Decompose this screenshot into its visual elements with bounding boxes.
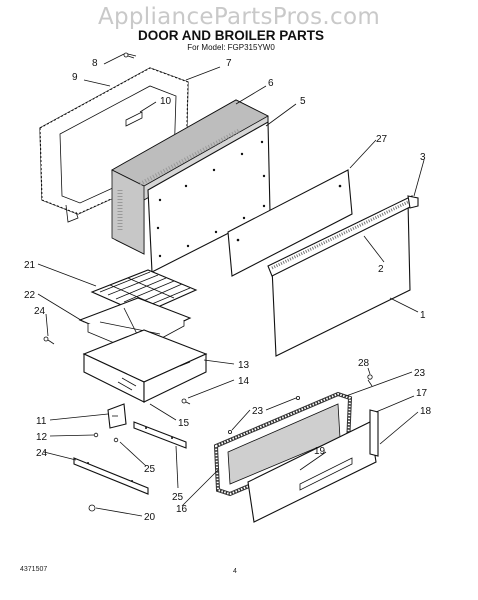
callout-15: 15 <box>178 418 190 429</box>
callout-24-left: 24 <box>34 306 46 317</box>
leader-lines <box>37 53 425 517</box>
door-window-glass <box>227 169 353 277</box>
drawer-bracket <box>107 403 127 429</box>
callout-11: 11 <box>36 416 47 427</box>
callout-16: 16 <box>176 504 188 515</box>
door-insulation-pad <box>111 99 269 255</box>
page-number: 4 <box>233 568 237 575</box>
broiler-drawer <box>82 329 208 403</box>
callout-12: 12 <box>36 432 48 443</box>
callout-25-left: 24 <box>36 448 48 459</box>
callout-14: 14 <box>238 376 250 387</box>
callout-24-drawer: 23 <box>252 406 264 417</box>
callout-17: 17 <box>416 388 428 399</box>
callout-28: 28 <box>358 358 370 369</box>
outer-oven-door <box>267 195 419 357</box>
model-subtitle: For Model: FGP315YW0 <box>187 43 275 52</box>
callout-6: 6 <box>268 78 274 89</box>
lower-rail <box>73 457 149 495</box>
callout-13: 13 <box>238 360 250 371</box>
callout-9: 9 <box>72 72 78 83</box>
callout-20: 20 <box>144 512 156 523</box>
callout-7: 7 <box>226 58 232 69</box>
callout-25-right: 25 <box>172 492 184 503</box>
diagram-title: DOOR AND BROILER PARTS <box>138 28 324 43</box>
callout-3: 3 <box>420 152 426 163</box>
callout-5: 5 <box>300 96 306 107</box>
callout-23: 23 <box>414 368 426 379</box>
screw-hardware <box>43 52 373 512</box>
callout-1: 1 <box>420 310 426 321</box>
callout-10: 10 <box>160 96 172 107</box>
drawer-front-panel <box>247 409 379 523</box>
slide-rail <box>133 421 187 449</box>
watermark: AppliancePartsPros.com <box>98 4 380 30</box>
callout-26: 25 <box>144 464 156 475</box>
callout-21: 21 <box>24 260 36 271</box>
callout-18: 18 <box>420 406 432 417</box>
callout-numbers: 7 8 9 10 6 5 27 3 2 1 21 22 24 13 14 15 … <box>24 58 432 523</box>
callout-22: 22 <box>24 290 36 301</box>
callout-19: 19 <box>314 446 326 457</box>
callout-2: 2 <box>378 264 384 275</box>
document-number: 4371507 <box>20 566 47 573</box>
callout-8: 8 <box>92 58 98 69</box>
callout-27: 27 <box>376 134 388 145</box>
